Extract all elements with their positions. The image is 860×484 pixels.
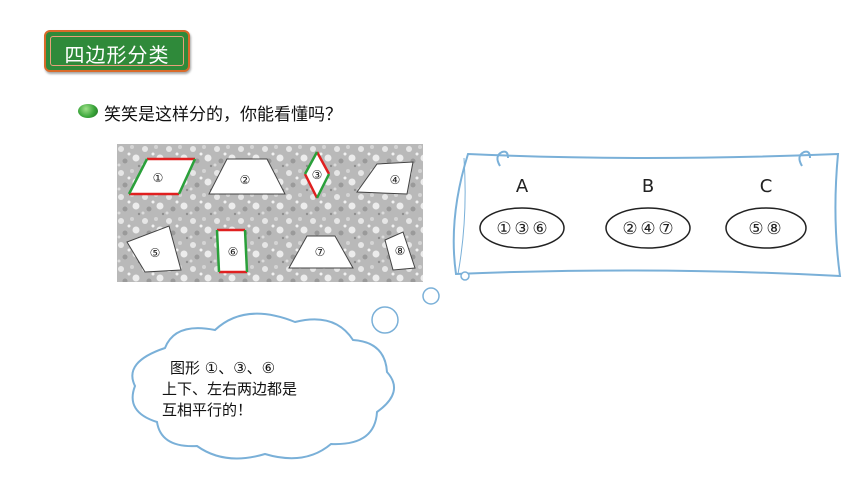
question-text: 笑笑是这样分的，你能看懂吗？	[104, 105, 342, 125]
group-c-label: C	[760, 176, 773, 197]
shape-label-1: ①	[153, 171, 164, 185]
note-inner-edge	[457, 157, 466, 275]
group-b-label: B	[642, 176, 654, 197]
badge-inner-border	[50, 36, 184, 66]
shape-4-quadrilateral	[356, 161, 414, 195]
group-c-item-2: ⑧	[766, 219, 781, 239]
shape-label-2: ②	[240, 173, 251, 187]
quadrilateral-shapes-panel: ① ② ③ ④ ⑤ ⑥ ⑦ ⑧	[117, 144, 423, 282]
shape-5-quadrilateral	[126, 225, 182, 273]
group-c-oval	[725, 207, 807, 249]
shape-1-parallelogram	[127, 157, 197, 196]
group-a-item-1: ①	[496, 219, 511, 239]
shape-8-quadrilateral	[384, 231, 416, 271]
group-b-item-1: ②	[622, 219, 637, 239]
thought-bubble-text: 图形 ①、③、⑥ 上下、左右两边都是 互相平行的！	[162, 358, 352, 421]
thought-dot-medium	[422, 287, 440, 305]
thought-dot-large	[371, 306, 399, 334]
section-title: 四边形分类	[64, 43, 170, 67]
shape-6-parallelogram	[215, 228, 249, 274]
classification-note-card: A B C ① ③ ⑥ ② ④ ⑦ ⑤ ⑧	[452, 150, 842, 278]
note-pin-left-icon	[496, 150, 509, 167]
shape-label-6: ⑥	[228, 245, 239, 259]
group-b-item-2: ④	[640, 219, 655, 239]
shape-label-4: ④	[390, 173, 401, 187]
shape-3-rhombus	[303, 151, 331, 199]
bubble-line-2: 上下、左右两边都是	[162, 380, 298, 398]
note-pin-right-icon	[798, 150, 811, 167]
shape-7-trapezoid	[288, 235, 354, 269]
group-c-item-1: ⑤	[748, 219, 763, 239]
bubble-line-1: 图形 ①、③、⑥	[170, 359, 276, 377]
green-bullet-icon	[78, 104, 98, 118]
shape-label-5: ⑤	[150, 246, 161, 260]
group-a-item-3: ⑥	[532, 219, 547, 239]
thought-bubble	[131, 271, 470, 460]
group-b-item-3: ⑦	[658, 219, 673, 239]
group-a-label: A	[516, 176, 529, 197]
group-a-oval	[479, 207, 565, 249]
note-outline	[452, 152, 842, 278]
shape-label-3: ③	[312, 168, 323, 182]
shape-label-7: ⑦	[315, 245, 326, 259]
thought-dot-small	[460, 271, 470, 281]
shape-2-trapezoid	[208, 158, 286, 195]
group-b-oval	[605, 207, 691, 249]
cloud-shape	[131, 312, 396, 460]
shape-label-8: ⑧	[395, 244, 406, 258]
group-a-item-2: ③	[514, 219, 529, 239]
section-title-badge: 四边形分类	[44, 30, 190, 72]
bubble-line-3: 互相平行的！	[162, 401, 253, 419]
